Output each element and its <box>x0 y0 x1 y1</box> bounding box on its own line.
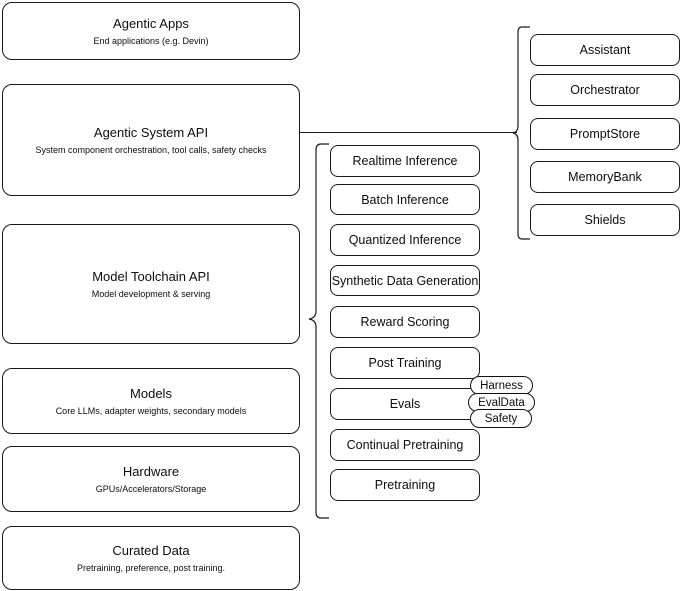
system-component-shields[interactable]: Shields <box>530 204 680 236</box>
layer-model-toolchain-api[interactable]: Model Toolchain API Model development & … <box>2 224 300 344</box>
toolchain-component-continual-pretraining[interactable]: Continual Pretraining <box>330 429 480 461</box>
brace-system-components <box>512 26 530 240</box>
layer-hardware[interactable]: Hardware GPUs/Accelerators/Storage <box>2 446 300 512</box>
layer-agentic-apps[interactable]: Agentic Apps End applications (e.g. Devi… <box>2 2 300 60</box>
toolchain-component-reward-scoring[interactable]: Reward Scoring <box>330 306 480 338</box>
layer-curated-data[interactable]: Curated Data Pretraining, preference, po… <box>2 526 300 590</box>
layer-title: Curated Data <box>112 542 190 558</box>
brace-toolchain-components <box>308 143 329 519</box>
eval-subcomponent-safety[interactable]: Safety <box>470 409 532 428</box>
layer-subtitle: Model development & serving <box>91 288 211 299</box>
toolchain-component-quantized-inference[interactable]: Quantized Inference <box>330 224 480 256</box>
layer-subtitle: Pretraining, preference, post training. <box>76 562 226 573</box>
layer-title: Agentic Apps <box>113 15 189 31</box>
system-component-promptstore[interactable]: PromptStore <box>530 118 680 150</box>
toolchain-component-batch-inference[interactable]: Batch Inference <box>330 184 480 215</box>
toolchain-component-evals[interactable]: Evals <box>330 388 480 420</box>
system-component-orchestrator[interactable]: Orchestrator <box>530 74 680 106</box>
layer-subtitle: System component orchestration, tool cal… <box>35 144 267 155</box>
layer-title: Models <box>130 385 172 401</box>
toolchain-component-realtime-inference[interactable]: Realtime Inference <box>330 145 480 177</box>
layer-models[interactable]: Models Core LLMs, adapter weights, secon… <box>2 368 300 434</box>
toolchain-component-post-training[interactable]: Post Training <box>330 347 480 379</box>
layer-title: Hardware <box>122 463 180 479</box>
connector-system-api-to-components <box>300 132 517 133</box>
system-component-memorybank[interactable]: MemoryBank <box>530 161 680 193</box>
layer-title: Model Toolchain API <box>92 268 210 284</box>
eval-subcomponent-evaldata[interactable]: EvalData <box>468 393 535 412</box>
system-component-assistant[interactable]: Assistant <box>530 34 680 66</box>
toolchain-component-synthetic-data-generation[interactable]: Synthetic Data Generation <box>330 265 480 296</box>
layer-subtitle: GPUs/Accelerators/Storage <box>95 483 207 494</box>
toolchain-component-pretraining[interactable]: Pretraining <box>330 469 480 501</box>
layer-subtitle: Core LLMs, adapter weights, secondary mo… <box>55 405 247 416</box>
layer-subtitle: End applications (e.g. Devin) <box>93 35 209 46</box>
layer-agentic-system-api[interactable]: Agentic System API System component orch… <box>2 84 300 196</box>
layer-title: Agentic System API <box>93 124 209 140</box>
